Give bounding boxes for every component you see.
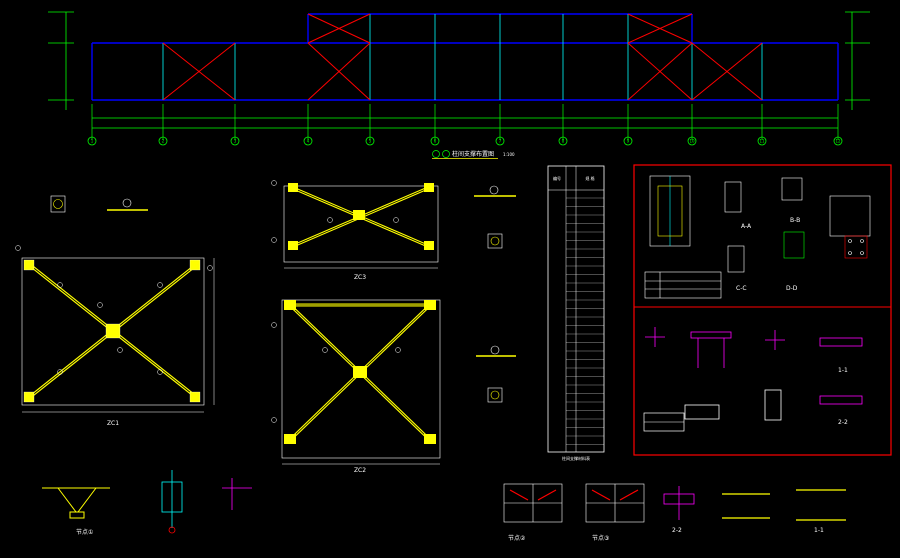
- node-22-label: 2-2: [672, 527, 682, 534]
- bracing-layout-plan: 1 2 3 4 5 6 7 8 9 10 11 12 柱间支撑布置图 1:100: [48, 11, 870, 159]
- side-section-details: [474, 185, 516, 403]
- section-a-label: A-A: [741, 223, 752, 230]
- bottom-node-details: 节点① 节点② 节点③ 2-2 1-1: [42, 470, 846, 542]
- zc1-brace-elevation: ZC1: [15, 245, 215, 427]
- node-11-label: 1-1: [814, 527, 824, 534]
- table-note: 柱间支撑材料表: [562, 455, 590, 461]
- zc3-brace-elevation: ZC3: [271, 180, 439, 281]
- axis-tag-4: 4: [307, 139, 310, 144]
- zc2-title: ZC2: [354, 467, 366, 474]
- axis-tag-10: 10: [689, 139, 695, 144]
- section-d-label: D-D: [786, 285, 798, 292]
- table-header-spec: 规 格: [585, 175, 594, 181]
- material-table: 编号 规 格 柱间支撑材料表: [547, 165, 605, 461]
- plan-scale: 1:100: [503, 152, 515, 157]
- plan-title: 柱间支撑布置图: [452, 150, 494, 158]
- axis-tag-8: 8: [562, 139, 565, 144]
- axis-tag-11: 11: [759, 139, 765, 144]
- node-3-label: 节点③: [592, 534, 609, 542]
- axis-tag-6: 6: [434, 139, 437, 144]
- node-1-label: 节点①: [76, 528, 93, 536]
- axis-tag-3: 3: [234, 139, 237, 144]
- detail-b-b-small: [50, 195, 148, 213]
- section-22-label: 2-2: [838, 419, 848, 426]
- axis-tag-5: 5: [369, 139, 372, 144]
- red-detail-frame: A-A B-B C-C D-D 1-1 2-2: [633, 164, 892, 456]
- axis-tag-2: 2: [162, 139, 165, 144]
- section-c-label: C-C: [736, 285, 747, 292]
- axis-tag-1: 1: [91, 139, 94, 144]
- section-b-label: B-B: [790, 217, 800, 224]
- zc3-title: ZC3: [354, 274, 366, 281]
- axis-tag-12: 12: [835, 139, 841, 144]
- axis-tag-7: 7: [499, 139, 502, 144]
- zc1-title: ZC1: [107, 420, 119, 427]
- table-header-no: 编号: [553, 175, 561, 181]
- axis-tag-9: 9: [627, 139, 630, 144]
- zc2-brace-elevation: ZC2: [271, 299, 441, 474]
- section-11-label: 1-1: [838, 367, 848, 374]
- node-2-label: 节点②: [508, 534, 526, 542]
